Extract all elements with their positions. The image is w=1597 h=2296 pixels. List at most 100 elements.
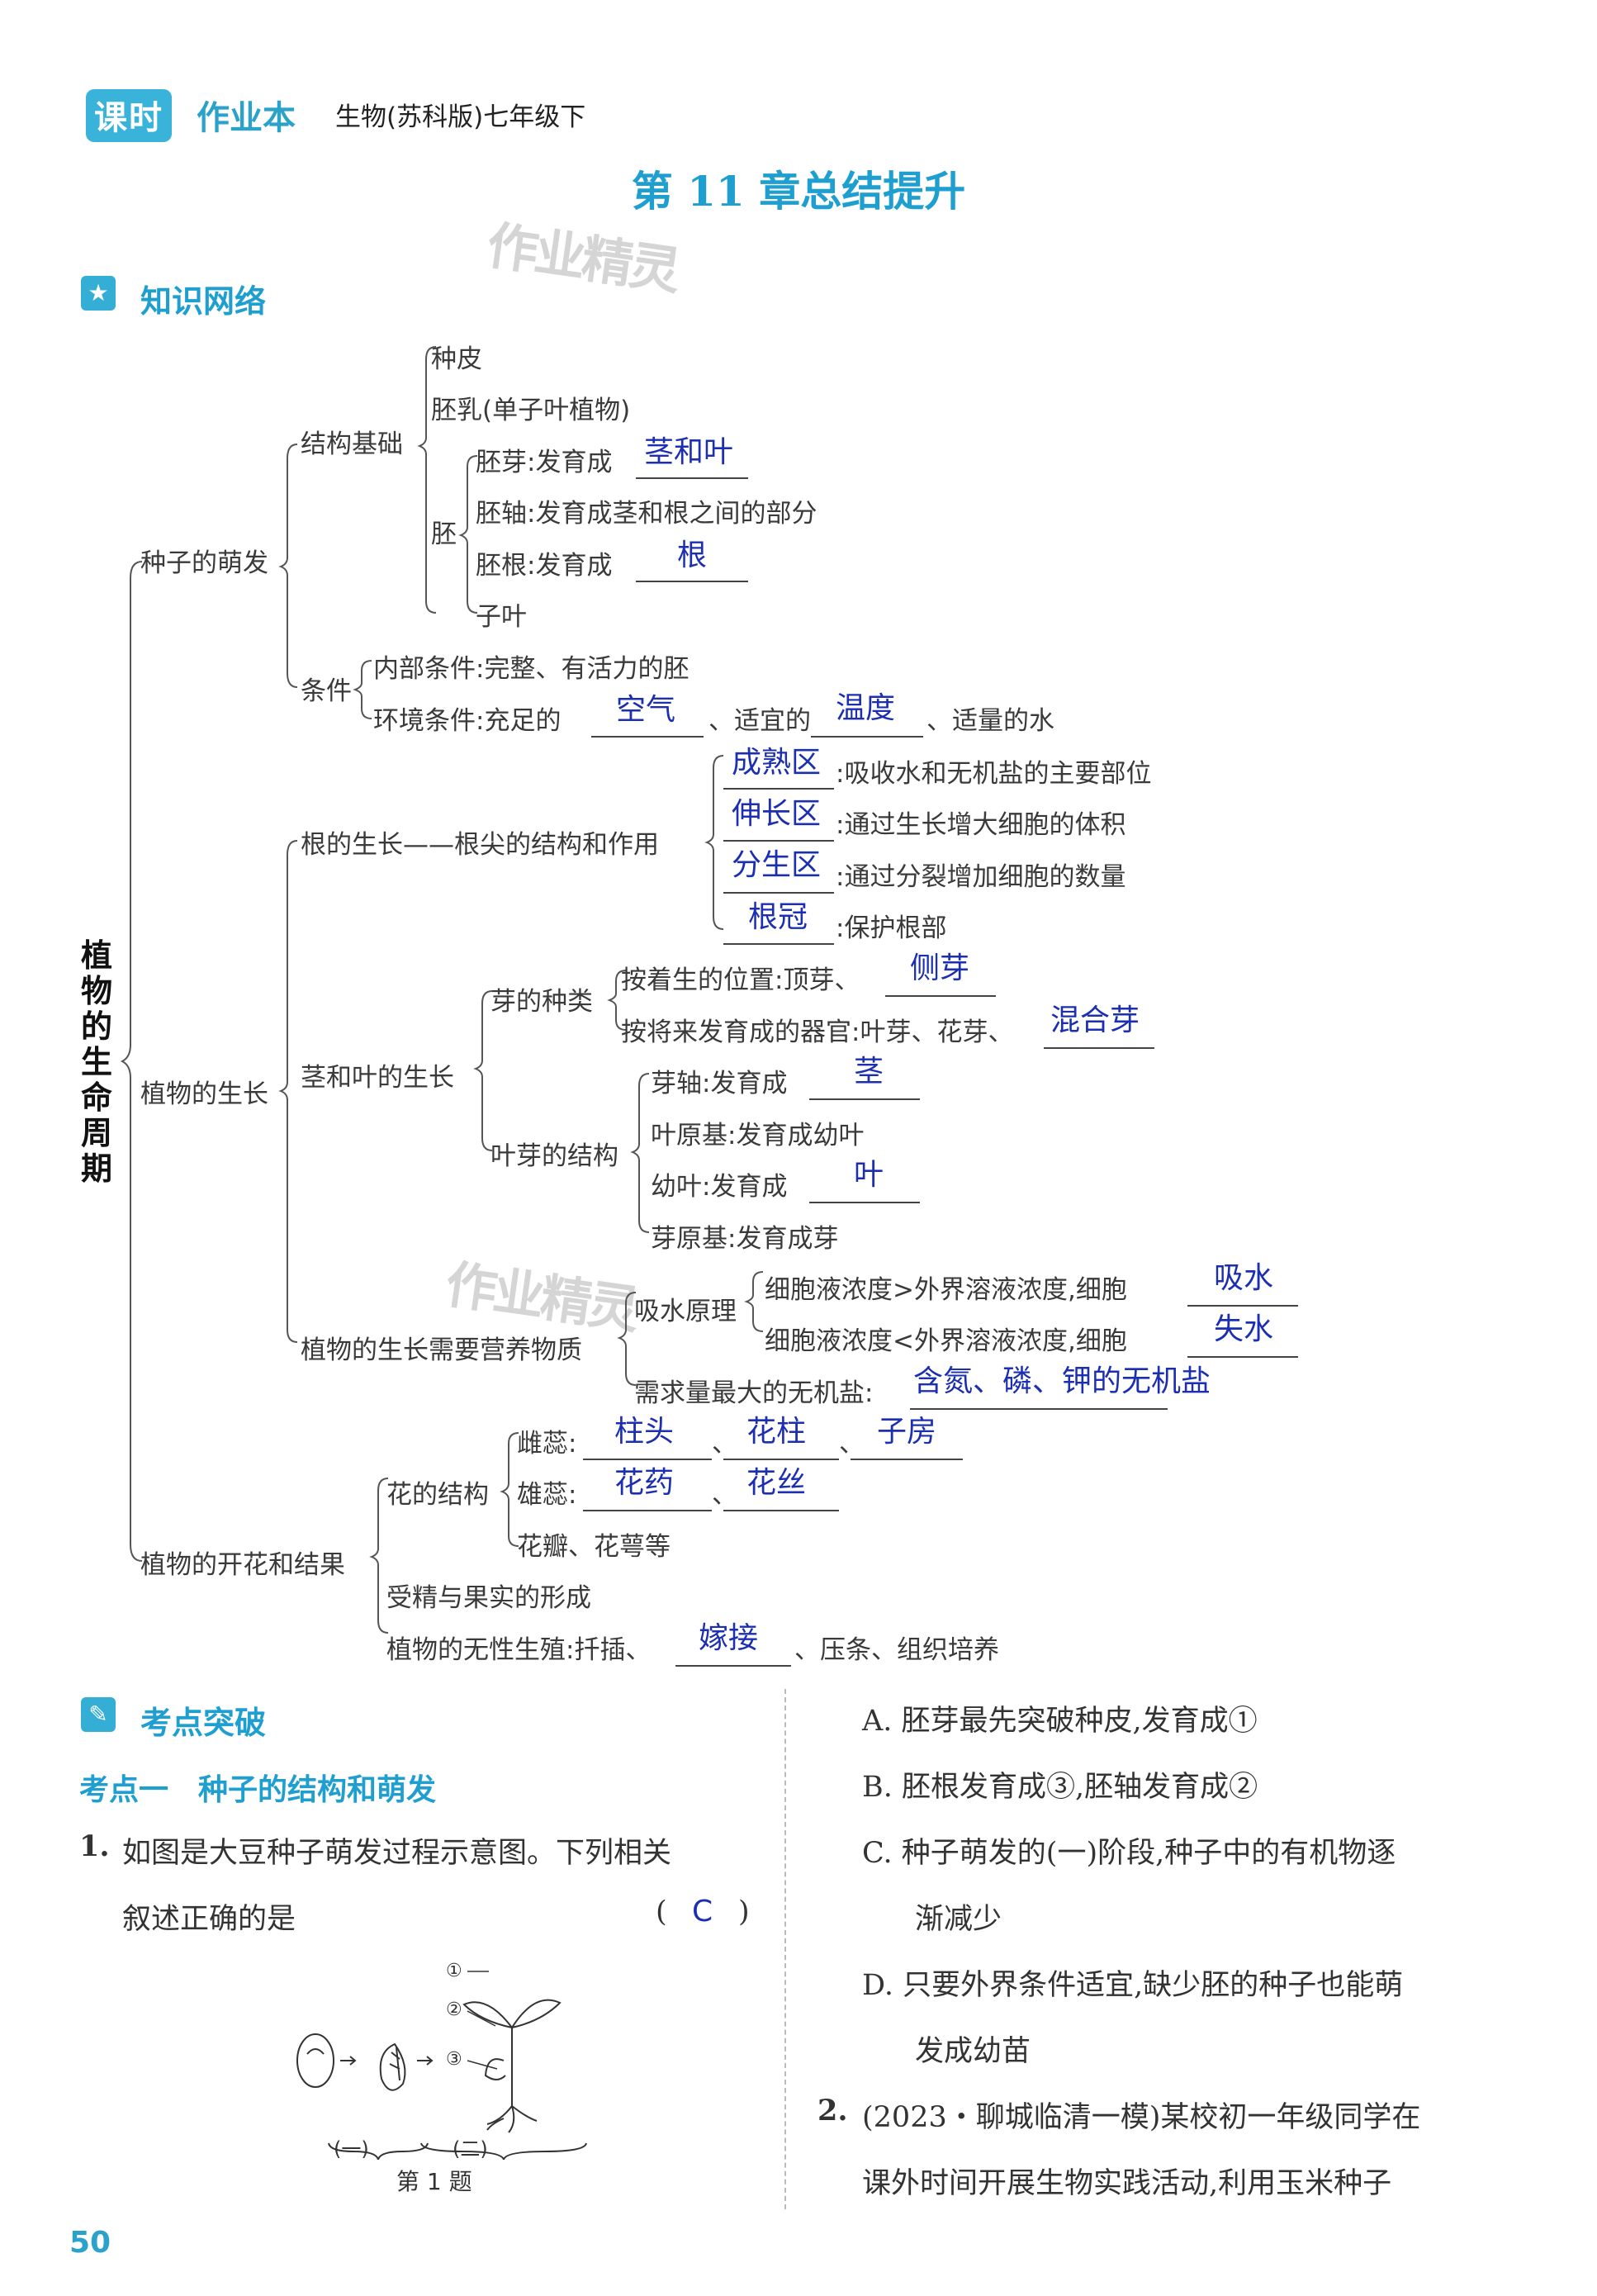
blank-line (723, 1510, 839, 1511)
node-root-growth: 根的生长——根尖的结构和作用 (301, 830, 659, 860)
answer-lateral-bud: 侧芽 (910, 951, 970, 985)
node-internal: 内部条件:完整、有活力的胚 (373, 654, 690, 684)
node-absorb: 吸水原理 (634, 1297, 737, 1326)
figure-caption: 第 1 题 (396, 2168, 472, 2195)
node-seed: 种子的萌发 (140, 548, 268, 578)
node-absorb-1: 细胞液浓度>外界溶液浓度,细胞 (765, 1275, 1127, 1305)
answer-absorb: 吸水 (1214, 1261, 1274, 1295)
pencil-icon: ✎ (81, 1697, 116, 1732)
section-title-exam: 考点突破 (140, 1705, 267, 1741)
answer-paren-close: ) (738, 1895, 750, 1928)
zone-text-2: :通过生长增大细胞的体积 (836, 810, 1126, 840)
page-number: 50 (69, 2226, 111, 2260)
answer-radicle: 根 (677, 538, 708, 572)
separator: 、 (712, 1480, 737, 1510)
brand-title: 作业本 (197, 99, 296, 137)
node-asexual: 植物的无性生殖:扦插、 (386, 1635, 652, 1665)
answer-style: 花柱 (746, 1415, 807, 1449)
node-leaf-primordium: 叶原基:发育成幼叶 (651, 1121, 865, 1150)
answer-mineral: 含氮、磷、钾的无机盐 (913, 1364, 1211, 1398)
separator: 、 (839, 1429, 865, 1459)
blank-line (910, 1408, 1168, 1410)
answer-lose-water: 失水 (1214, 1312, 1274, 1346)
blank-line (1187, 1356, 1298, 1358)
node-growth: 植物的生长 (140, 1079, 268, 1109)
brand-logo: 课时 (86, 89, 172, 142)
column-divider (784, 1689, 786, 2209)
node-structure: 结构基础 (301, 429, 403, 459)
question-number: 1. (79, 1829, 110, 1863)
node-pistil: 雌蕊: (517, 1429, 577, 1459)
option-b: B. 胚根发育成③,胚轴发育成② (862, 1771, 1258, 1804)
blank-line (723, 840, 834, 842)
node-embryo: 胚 (431, 519, 457, 549)
figure-label-1: ① (446, 1961, 462, 1981)
blank-line (1044, 1047, 1154, 1049)
subject-label: 生物(苏科版)七年级下 (335, 102, 586, 132)
blank-line (885, 995, 996, 997)
blank-line (636, 581, 748, 582)
answer-plumule: 茎和叶 (644, 435, 734, 469)
answer-air: 空气 (616, 693, 676, 727)
node-radicle: 胚根:发育成 (476, 551, 613, 581)
answer-anther: 花药 (614, 1466, 675, 1500)
blank-line (723, 892, 834, 894)
figure-label-2: ② (446, 2000, 462, 2020)
node-env-suffix: 、适量的水 (926, 706, 1054, 736)
node-stem-leaf: 茎和叶的生长 (301, 1063, 454, 1093)
node-env-mid: 、适宜的 (708, 706, 811, 736)
question-2-line-1: (2023・聊城临清一模)某校初一年级同学在 (862, 2101, 1421, 2134)
node-cotyledon: 子叶 (476, 602, 527, 632)
node-absorb-2: 细胞液浓度<外界溶液浓度,细胞 (765, 1326, 1127, 1356)
node-hypocotyl: 胚轴:发育成茎和根之间的部分 (476, 499, 817, 529)
blank-line (723, 943, 834, 945)
node-nutrition: 植物的生长需要营养物质 (301, 1335, 582, 1365)
node-bud-primordium: 芽原基:发育成芽 (651, 1224, 839, 1254)
node-plumule: 胚芽:发育成 (476, 448, 613, 477)
blank-line (1187, 1305, 1298, 1307)
node-bud-types: 芽的种类 (490, 987, 593, 1017)
node-bud-organ: 按将来发育成的器官:叶芽、花芽、 (621, 1018, 1014, 1047)
answer-zone-1: 成熟区 (732, 746, 822, 780)
zone-text-4: :保护根部 (836, 913, 947, 943)
answer-temperature: 温度 (836, 691, 896, 725)
zone-text-1: :吸收水和无机盐的主要部位 (836, 759, 1152, 789)
node-bud-axis: 芽轴:发育成 (651, 1069, 788, 1098)
option-a: A. 胚芽最先突破种皮,发育成① (862, 1705, 1258, 1738)
node-bud-position: 按着生的位置:顶芽、 (621, 965, 860, 995)
node-env: 环境条件:充足的 (373, 706, 562, 736)
node-flower: 植物的开花和结果 (140, 1550, 345, 1580)
figure-stage-2: (二) (453, 2137, 488, 2161)
answer-zone-3: 分生区 (732, 848, 822, 882)
answer-mixed-bud: 混合芽 (1050, 1003, 1140, 1037)
question-number: 2. (817, 2094, 848, 2128)
answer-stigma: 柱头 (614, 1415, 675, 1449)
option-d-cont: 发成幼苗 (915, 2035, 1031, 2068)
blank-line (851, 1459, 963, 1460)
blank-line (675, 1665, 791, 1667)
separator: 、 (712, 1429, 737, 1459)
node-leaf-bud: 叶芽的结构 (490, 1141, 618, 1171)
figure-stage-1: (一) (334, 2137, 369, 2161)
node-petals: 花瓣、花萼等 (517, 1532, 671, 1562)
node-fertilization: 受精与果实的形成 (386, 1583, 591, 1613)
exam-point-title: 考点一 种子的结构和萌发 (79, 1773, 437, 1807)
answer-leaf: 叶 (854, 1158, 884, 1192)
chapter-title: 第 11 章总结提升 (631, 167, 966, 216)
blank-line (583, 1510, 712, 1511)
node-young-leaf: 幼叶:发育成 (651, 1172, 788, 1202)
star-icon: ★ (81, 276, 116, 311)
section-title-network: 知识网络 (140, 283, 267, 320)
answer-q1: C (692, 1895, 713, 1928)
node-asexual-suffix: 、压条、组织培养 (794, 1635, 999, 1665)
question-2-line-2: 课外时间开展生物实践活动,利用玉米种子 (862, 2167, 1392, 2200)
question-1-line-2: 叙述正确的是 (122, 1903, 296, 1936)
answer-zone-4: 根冠 (748, 900, 808, 934)
blank-line (723, 1459, 839, 1460)
node-mineral: 需求量最大的无机盐: (634, 1378, 874, 1408)
blank-line (591, 736, 704, 738)
option-c-cont: 渐减少 (915, 1903, 1002, 1936)
node-stamen: 雄蕊: (517, 1480, 577, 1510)
answer-grafting: 嫁接 (699, 1621, 759, 1655)
